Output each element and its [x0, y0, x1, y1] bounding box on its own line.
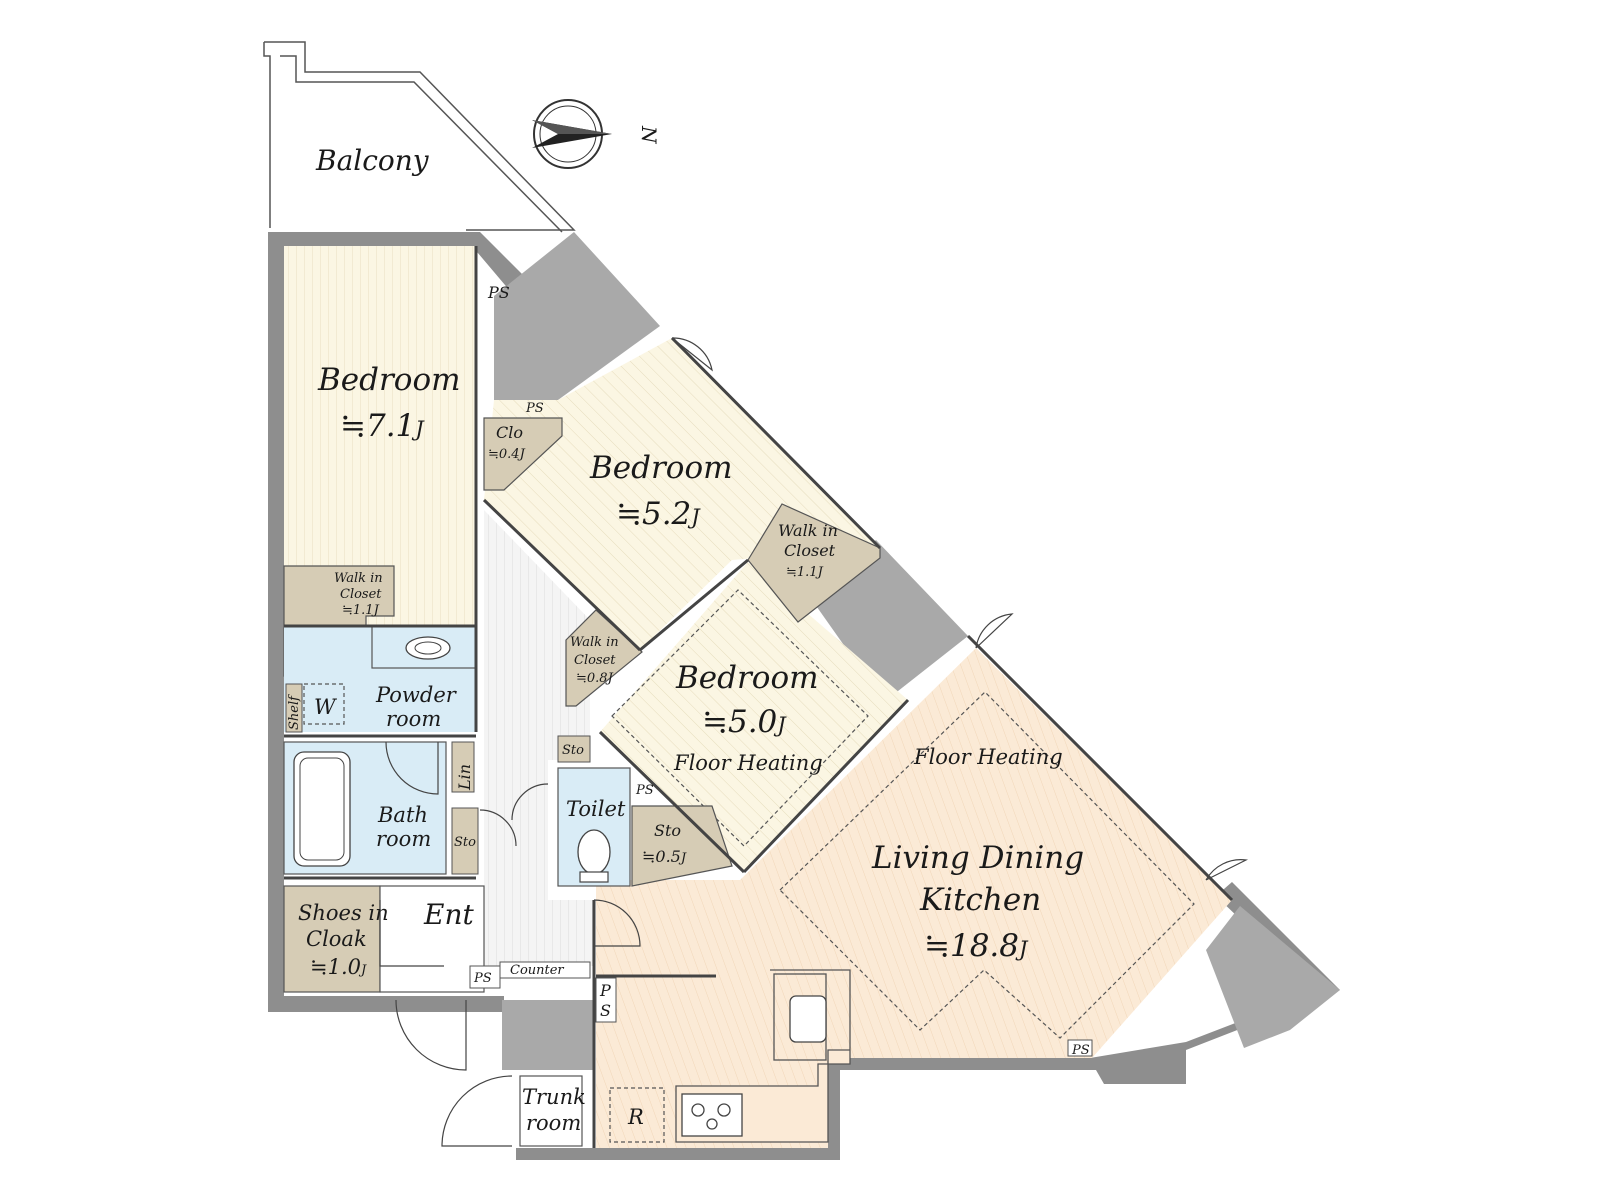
- walkin-3-size: ≒0.8J: [576, 671, 614, 686]
- trunk-room: [519, 1075, 583, 1147]
- balcony-label: Balcony: [315, 144, 430, 177]
- bedroom-3-label: Bedroom: [675, 660, 819, 696]
- walkin-3-line1: Walk in: [570, 635, 619, 650]
- bath-room-line2: room: [376, 827, 431, 851]
- walkin-2-line2: Closet: [784, 541, 836, 560]
- hallway-floor: [484, 510, 594, 966]
- bedroom-3-floor: [600, 562, 908, 870]
- ldk-floor-heating: Floor Heating: [913, 745, 1063, 769]
- washer-label: W: [314, 695, 338, 719]
- toilet-icon: [577, 829, 611, 875]
- bedroom-1-label: Bedroom: [317, 362, 461, 398]
- ldk-floor: [596, 648, 1232, 1148]
- storage-toilet-label: Sto: [654, 821, 681, 840]
- sink-icon: [405, 636, 451, 660]
- washer-space: [303, 683, 345, 725]
- bedroom-2-label: Bedroom: [589, 450, 733, 486]
- shaft-right: [1206, 906, 1340, 1048]
- walkin-2-size: ≒1.1J: [786, 565, 824, 580]
- walkin-closet-2: [747, 503, 881, 623]
- closet-label: Clo: [496, 423, 523, 442]
- bedroom-2-floor: [484, 338, 880, 650]
- entrance-label: Ent: [423, 898, 474, 931]
- linen-label: Lin: [455, 764, 474, 791]
- trunk-room-line2: room: [526, 1111, 581, 1135]
- shelf: [285, 683, 303, 733]
- ps-label-ldk: PS: [1071, 1043, 1090, 1058]
- ldk-floor-heating-zone: [779, 691, 1195, 1039]
- closet-size: ≒0.4J: [488, 447, 526, 462]
- outer-walls: [268, 232, 1340, 1160]
- fridge-label: R: [627, 1105, 644, 1129]
- ps-label-top: PS: [487, 283, 510, 302]
- bedroom-3-floor-heating-zone: [611, 589, 869, 847]
- north-arrow-icon: [532, 99, 612, 169]
- bedroom-3-size: ≒5.0J: [702, 704, 787, 740]
- bedroom-1-size: ≒7.1J: [340, 408, 425, 444]
- powder-room-line1: Powder: [375, 683, 458, 707]
- walkin-1-line1: Walk in: [334, 571, 383, 586]
- ps-label-toilet: PS: [635, 783, 654, 798]
- shoes-cloak-line1: Shoes in: [298, 901, 389, 925]
- storage-toilet-size: ≒0.5J: [642, 847, 687, 866]
- toilet-label: Toilet: [566, 797, 626, 821]
- closet-clo: [483, 417, 563, 491]
- storage-toilet: [631, 805, 733, 887]
- storage-sto-small: [557, 735, 591, 763]
- shoes-cloak: [283, 885, 381, 993]
- fridge-space: [609, 1087, 665, 1143]
- entrance-floor: [379, 885, 485, 993]
- sto-label-small: Sto: [562, 743, 584, 758]
- doors: [379, 337, 1249, 1147]
- trunk-room-line1: Trunk: [522, 1085, 586, 1109]
- counter-bar: [499, 961, 591, 979]
- walkin-2-line1: Walk in: [778, 521, 838, 540]
- shoes-cloak-size: ≒1.0J: [310, 955, 367, 979]
- shelf-label: Shelf: [287, 694, 302, 730]
- bedroom-2-size: ≒5.2J: [616, 496, 701, 532]
- storage-bath: [451, 807, 479, 875]
- ps-label-entry: PS: [473, 971, 492, 986]
- linen-storage: [451, 741, 475, 793]
- balcony-area: [263, 41, 576, 233]
- compass-label: N: [637, 125, 661, 145]
- walkin-closet-3: [565, 609, 643, 707]
- walkin-1-line2: Closet: [340, 587, 382, 602]
- sto-label-bath: Sto: [454, 835, 476, 850]
- powder-room-line2: room: [386, 707, 441, 731]
- ldk-label-line2: Kitchen: [919, 882, 1041, 918]
- bath-room-line1: Bath: [377, 803, 428, 827]
- bedroom-1-floor: [284, 246, 476, 626]
- ldk-label-line1: Living Dining: [871, 840, 1084, 876]
- ps-label-mid: PS: [525, 401, 544, 416]
- walkin-1-size: ≒1.1J: [342, 603, 380, 618]
- ldk-size: ≒18.8J: [924, 928, 1029, 964]
- bedroom-3-floor-heating: Floor Heating: [673, 751, 823, 775]
- kitchen-counter: [675, 969, 851, 1143]
- walkin-3-line2: Closet: [574, 653, 616, 668]
- bathtub-icon: [293, 751, 351, 867]
- counter-label: Counter: [510, 963, 564, 978]
- shoes-cloak-line2: Cloak: [306, 927, 367, 951]
- ps-vertical-s: S: [600, 1001, 611, 1020]
- interior-walls: [284, 246, 1234, 1148]
- ps-box-vertical: [595, 977, 617, 1023]
- ps-vertical-p: P: [599, 981, 611, 1000]
- shaft-top: [494, 232, 660, 400]
- ps-box-ldk: [1067, 1039, 1093, 1057]
- shaft-entry: [502, 1000, 594, 1070]
